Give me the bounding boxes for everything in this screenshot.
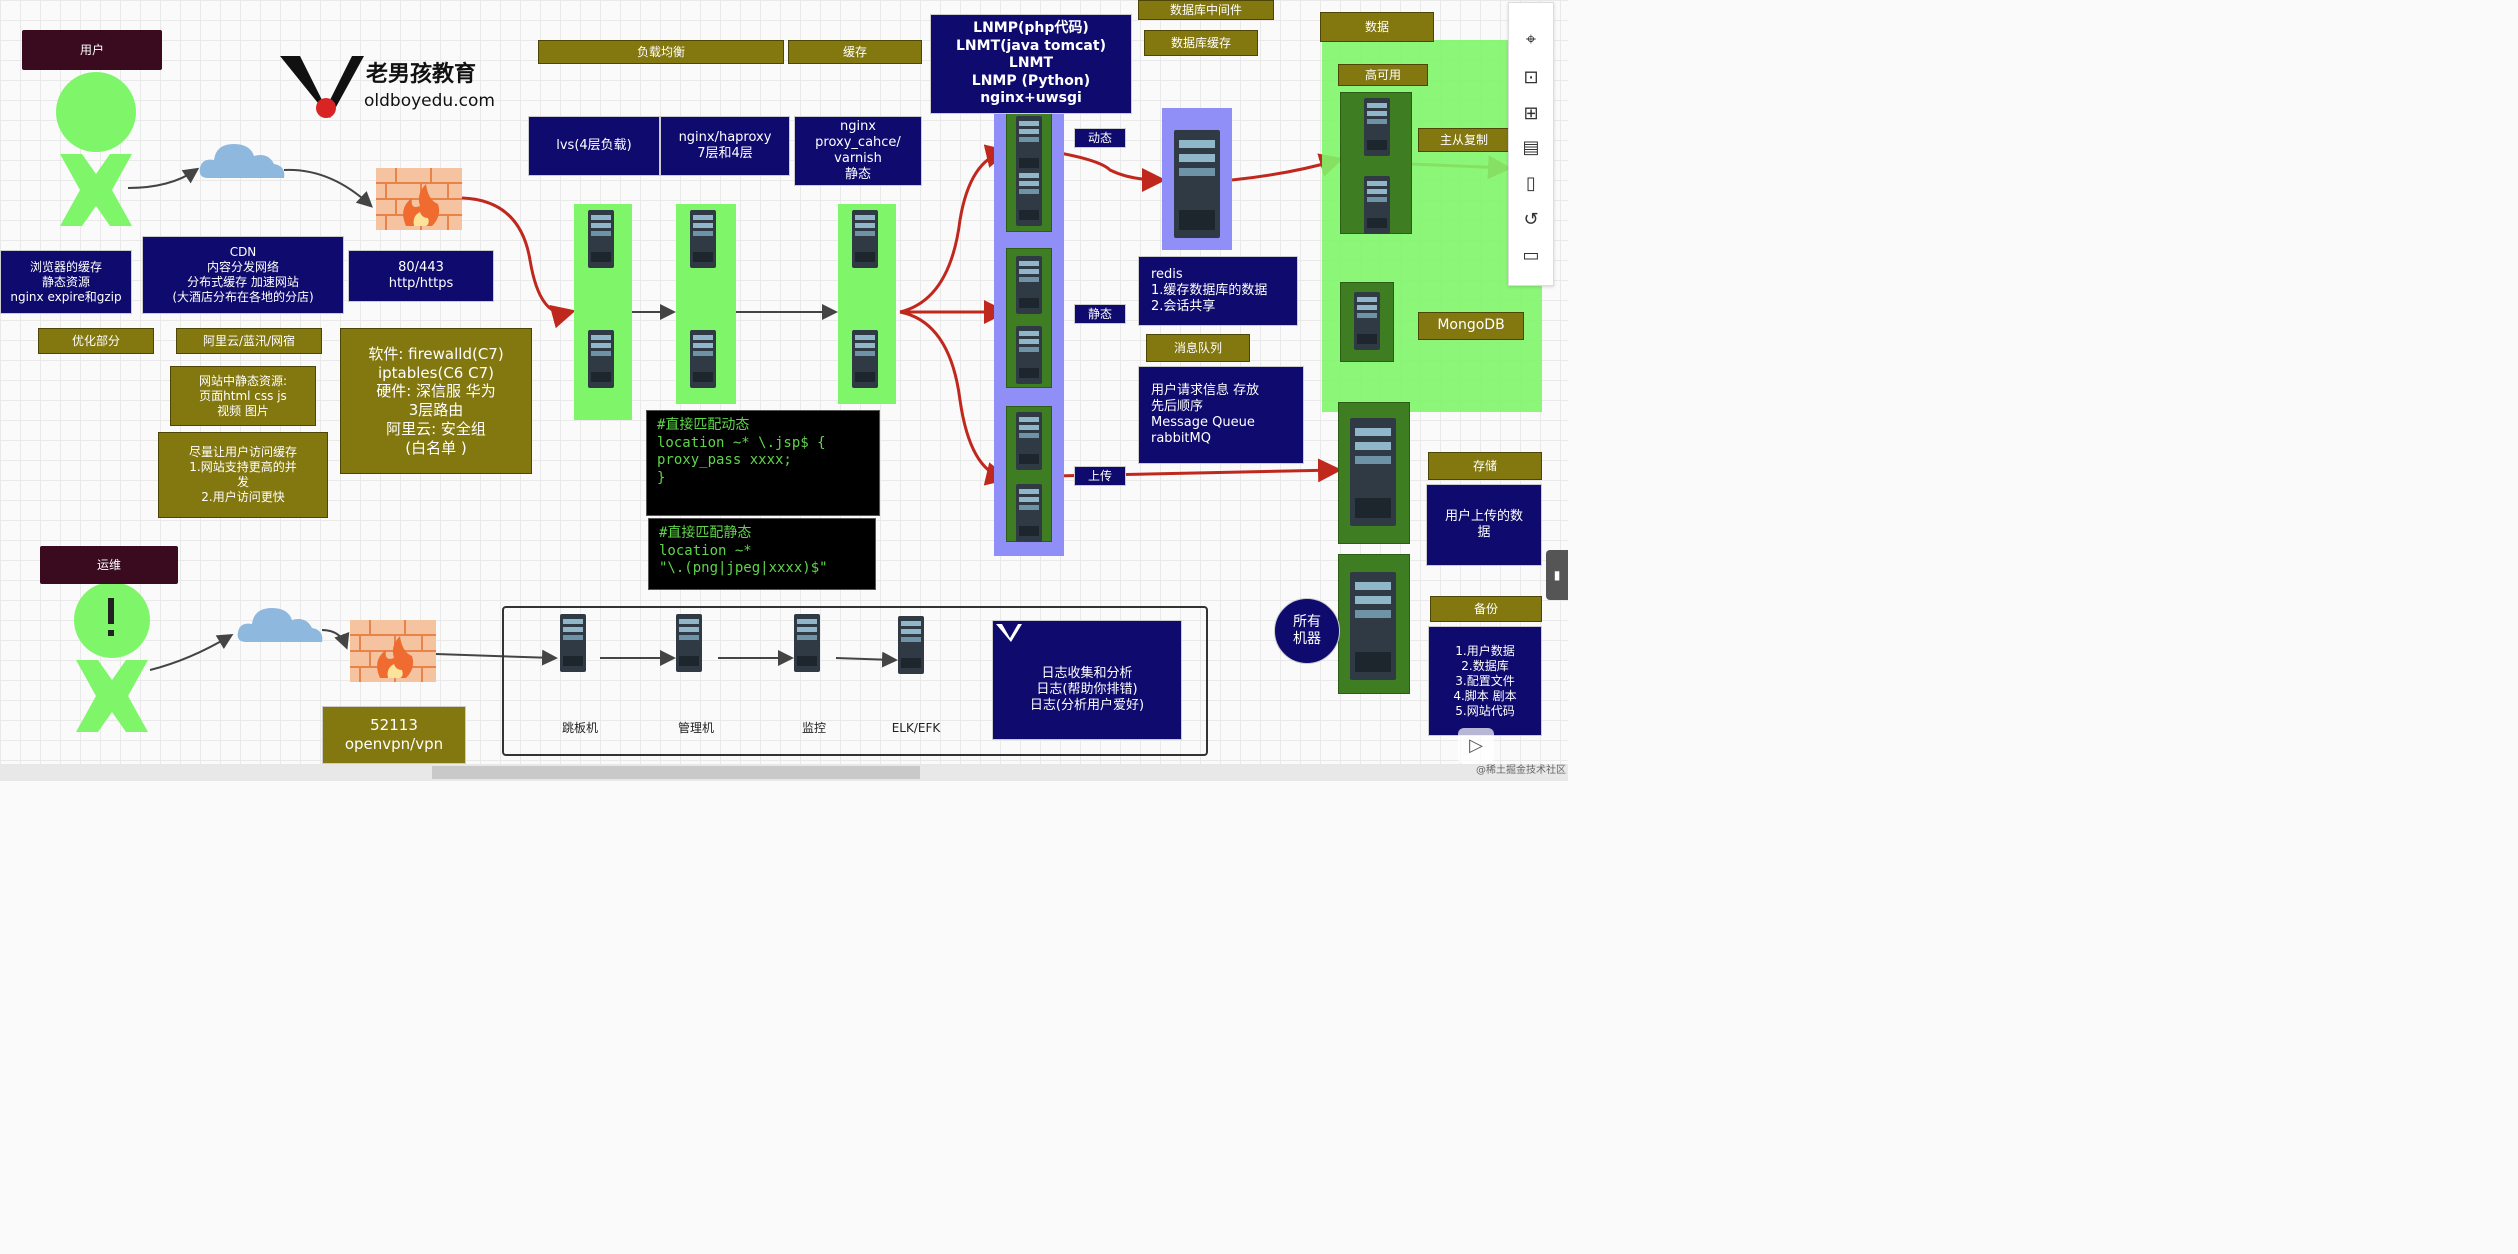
nginx-cache-box: nginx proxy_cahce/ varnish 静态	[794, 116, 922, 186]
page-icon[interactable]: ▯	[1526, 172, 1536, 194]
side-expand-icon[interactable]: ▮	[1546, 550, 1568, 600]
mq-title-label: 消息队列	[1146, 334, 1250, 362]
load-balance-label: 负载均衡	[538, 40, 784, 64]
dynamic-tag: 动态	[1074, 128, 1126, 148]
oldboy-logo	[280, 56, 364, 118]
static-tag: 静态	[1074, 304, 1126, 324]
log-box: 日志收集和分析 日志(帮助你排错) 日志(分析用户爱好)	[992, 620, 1182, 740]
shape-icon[interactable]: ⊞	[1523, 102, 1539, 124]
cloud-vendors-label: 阿里云/蓝汛/网宿	[176, 328, 322, 354]
backup-label: 备份	[1430, 596, 1542, 622]
user-label: 用户	[22, 30, 162, 70]
db-middleware-label: 数据库中间件	[1138, 0, 1274, 20]
user-figure-icon	[56, 72, 136, 226]
ops-figure-icon	[74, 582, 150, 732]
all-machines-circle: 所有 机器	[1274, 598, 1340, 664]
static-resources-box: 网站中静态资源: 页面html css js 视频 图片	[170, 366, 316, 426]
pages-icon[interactable]: ▤	[1522, 136, 1540, 158]
diagram-svg	[56, 56, 1512, 732]
scrollbar-thumb[interactable]	[432, 766, 920, 779]
ops-label: 运维	[40, 546, 178, 584]
vpn-box: 52113 openvpn/vpn	[322, 706, 466, 764]
ops-frame	[502, 606, 1208, 756]
ops-chain-elk: ELK/EFK	[891, 720, 941, 735]
lnmp-box: LNMP(php代码) LNMT(java tomcat) LNMT LNMP …	[930, 14, 1132, 114]
code-static-box: #直接匹配静态 location ~* "\.(png|jpeg|xxxx)$"	[648, 518, 876, 590]
log-box-logo	[996, 624, 1022, 642]
history-icon[interactable]: ↺	[1523, 208, 1539, 230]
watermark: @稀土掘金技术社区	[1476, 764, 1566, 776]
format-icon[interactable]: ⊡	[1523, 66, 1539, 88]
comment-icon[interactable]: ▭	[1522, 244, 1540, 266]
backup-list-box: 1.用户数据 2.数据库 3.配置文件 4.脚本 剧本 5.网站代码	[1428, 626, 1542, 736]
optimization-label: 优化部分	[38, 328, 154, 354]
ops-chain-mgmt: 管理机	[677, 720, 714, 735]
ports-box: 80/443 http/https	[348, 250, 494, 302]
browser-cache-box: 浏览器的缓存 静态资源 nginx expire和gzip	[0, 250, 132, 314]
data-label: 数据	[1320, 12, 1434, 42]
user-upload-box: 用户上传的数 据	[1426, 484, 1542, 566]
mq-box: 用户请求信息 存放 先后顺序 Message Queue rabbitMQ	[1138, 366, 1304, 464]
play-button[interactable]: ▷	[1458, 728, 1494, 764]
ops-chain-monitor: 监控	[801, 720, 826, 735]
master-slave-label: 主从复制	[1418, 128, 1510, 152]
upload-tag: 上传	[1074, 466, 1126, 486]
db-cache-label: 数据库缓存	[1144, 30, 1258, 56]
storage-label: 存储	[1428, 452, 1542, 480]
cache-label: 缓存	[788, 40, 922, 64]
code-dynamic-box: #直接匹配动态 location ~* \.jsp$ { proxy_pass …	[646, 410, 880, 516]
high-avail-label: 高可用	[1338, 64, 1428, 86]
cdn-box: CDN 内容分发网络 分布式缓存 加速网站 (大酒店分布在各地的分店)	[142, 236, 344, 314]
right-toolbar: ⌖ ⊡ ⊞ ▤ ▯ ↺ ▭	[1508, 2, 1554, 286]
nginx-haproxy-box: nginx/haproxy 7层和4层	[660, 116, 790, 176]
logo-url: oldboyedu.com	[364, 91, 495, 112]
cache-user-box: 尽量让用户访问缓存 1.网站支持更高的并 发 2.用户访问更快	[158, 432, 328, 518]
ops-chain-jump: 跳板机	[561, 720, 598, 735]
lvs-box: lvs(4层负载)	[528, 116, 660, 176]
crosshair-icon[interactable]: ⌖	[1525, 28, 1537, 50]
redis-box: redis 1.缓存数据库的数据 2.会话共享	[1138, 256, 1298, 326]
logo-cn: 老男孩教育	[366, 62, 477, 88]
mongodb-label: MongoDB	[1418, 312, 1524, 340]
firewall-box: 软件: firewalld(C7) iptables(C6 C7) 硬件: 深信…	[340, 328, 532, 474]
